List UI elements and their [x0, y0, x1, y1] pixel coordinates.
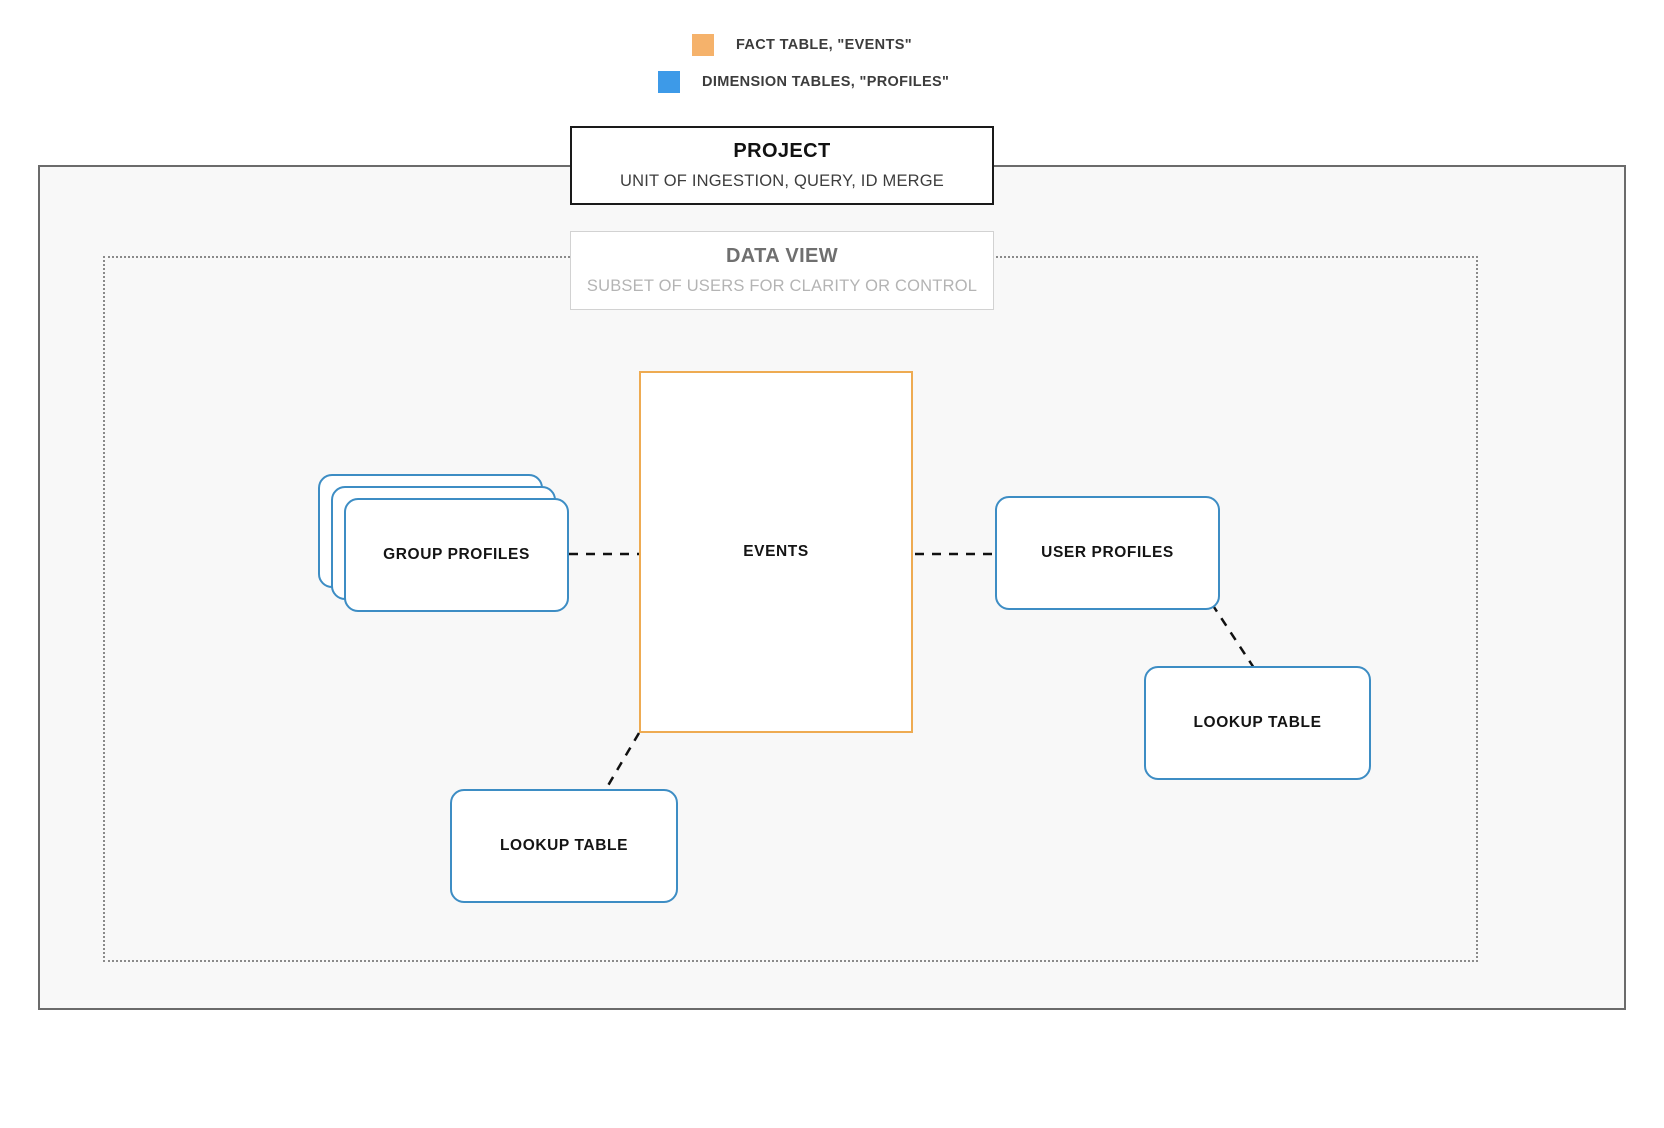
- project-subtitle: UNIT OF INGESTION, QUERY, ID MERGE: [619, 171, 944, 190]
- node-lookup-table-right[interactable]: LOOKUP TABLE: [1144, 666, 1371, 780]
- project-scope-label-box: PROJECT UNIT OF INGESTION, QUERY, ID MER…: [570, 126, 994, 205]
- group-profiles-card-front[interactable]: GROUP PROFILES: [344, 498, 569, 612]
- node-user-profiles-label: USER PROFILES: [1041, 544, 1174, 561]
- project-title: PROJECT: [733, 139, 831, 162]
- node-group-profiles[interactable]: GROUP PROFILES: [318, 474, 578, 614]
- node-events[interactable]: EVENTS: [639, 371, 913, 733]
- data-view-title: DATA VIEW: [725, 244, 839, 267]
- node-lookup-table-left-label: LOOKUP TABLE: [499, 837, 629, 854]
- dimension-tables-swatch-icon: [658, 71, 680, 93]
- data-view-subtitle: SUBSET OF USERS FOR CLARITY OR CONTROL: [586, 276, 978, 295]
- data-view-scope-label-box: DATA VIEW SUBSET OF USERS FOR CLARITY OR…: [570, 231, 994, 310]
- legend-label-dimension-tables: DIMENSION TABLES, "PROFILES": [702, 74, 950, 90]
- node-lookup-table-right-label: LOOKUP TABLE: [1193, 714, 1322, 731]
- node-group-profiles-label: GROUP PROFILES: [383, 546, 530, 563]
- legend-label-fact-table: FACT TABLE, "EVENTS": [736, 37, 912, 53]
- node-lookup-table-left[interactable]: LOOKUP TABLE: [450, 789, 678, 903]
- legend-item-fact-table: FACT TABLE, "EVENTS": [692, 34, 912, 56]
- legend-item-dimension-tables: DIMENSION TABLES, "PROFILES": [658, 71, 949, 93]
- fact-table-swatch-icon: [692, 34, 714, 56]
- node-events-label: EVENTS: [743, 543, 809, 560]
- node-user-profiles[interactable]: USER PROFILES: [995, 496, 1220, 610]
